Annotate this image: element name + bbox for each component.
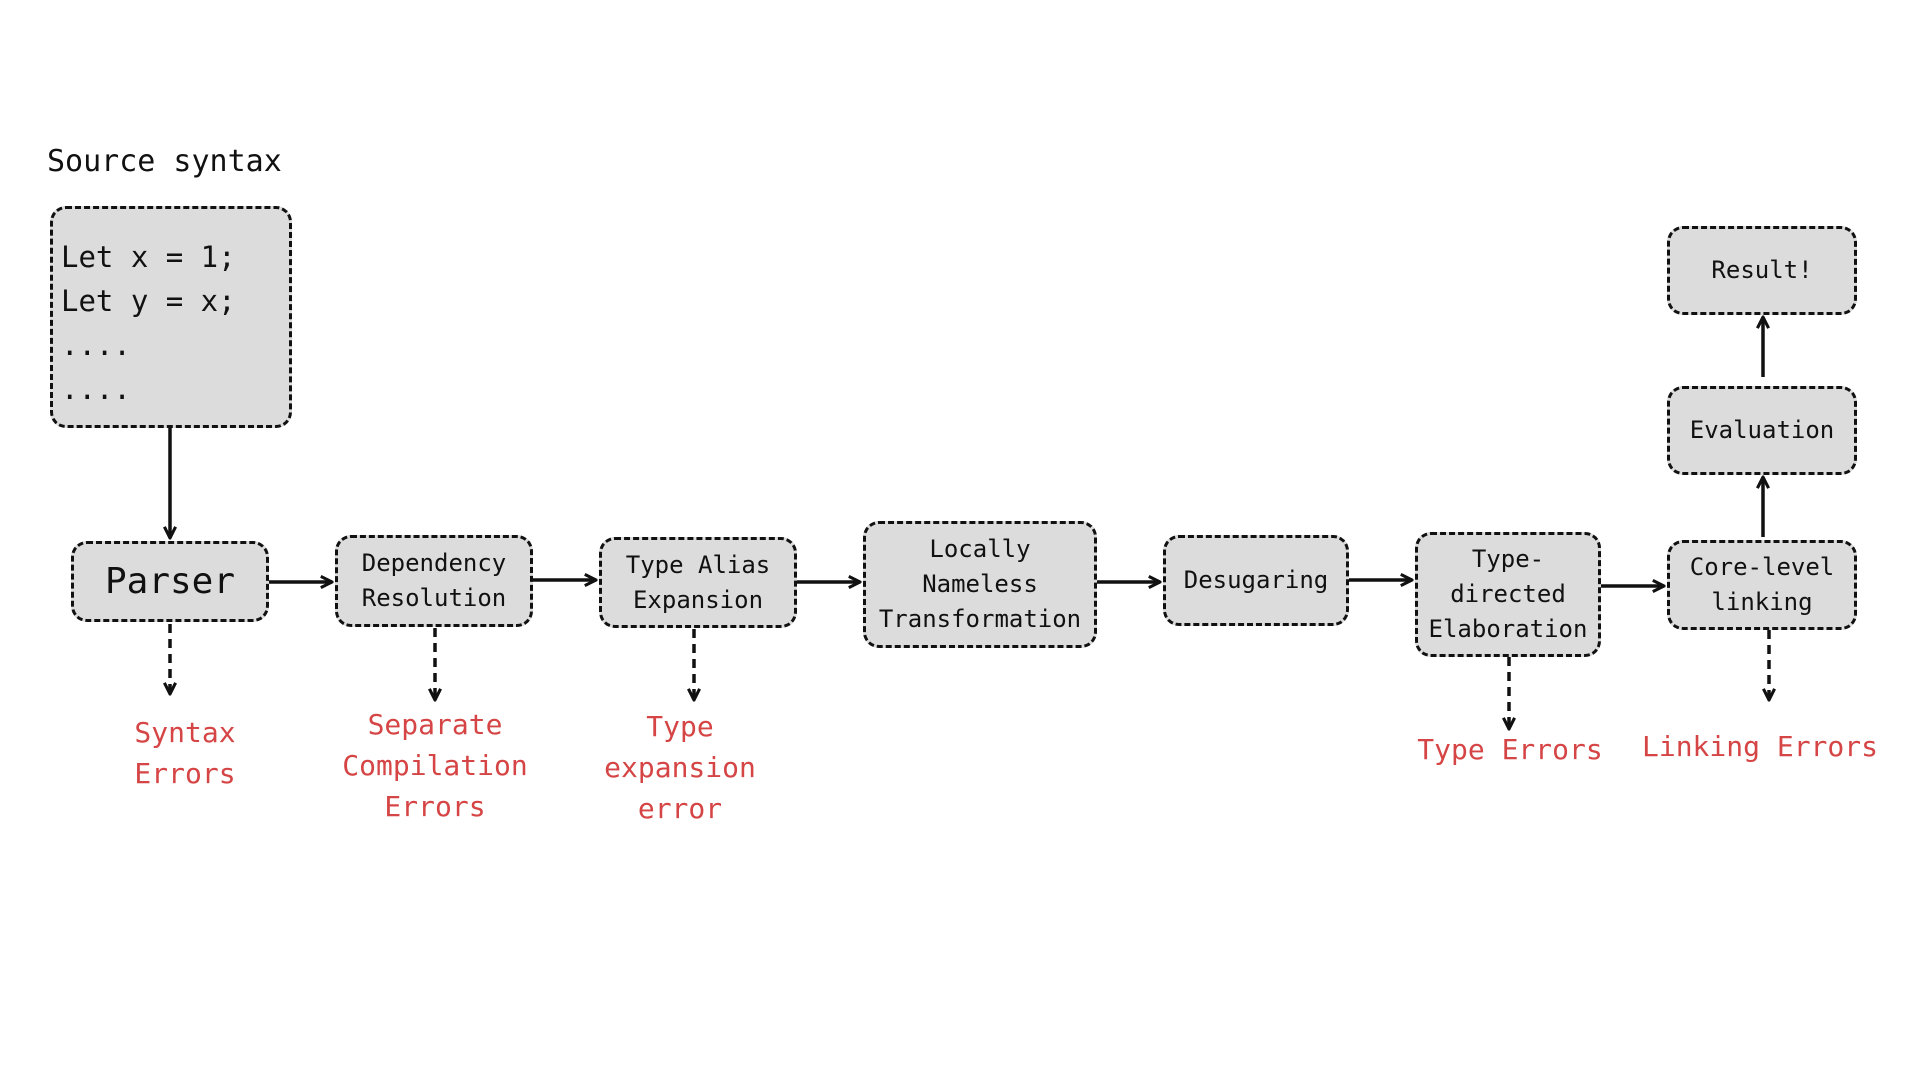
type-directed-elaboration-stage: Type- directed Elaboration [1415,532,1601,657]
locally-nameless-transformation-stage: Locally Nameless Transformation [863,521,1097,648]
source-syntax-caption: Source syntax [47,144,282,179]
type-expansion-error-label: Type expansion error [604,710,756,825]
core-level-linking-stage: Core-level linking [1667,540,1857,630]
type-errors-label: Type Errors [1417,733,1603,766]
result-stage: Result! [1667,226,1857,315]
type-alias-expansion-stage: Type Alias Expansion [599,537,797,628]
syntax-errors-label: Syntax Errors [134,716,236,790]
dependency-resolution-stage: Dependency Resolution [335,535,533,627]
source-code-box: Let x = 1; Let y = x; .... .... [50,206,292,428]
separate-compilation-errors-label: Separate Compilation Errors [342,708,528,823]
linking-errors-label: Linking Errors [1641,730,1878,763]
desugaring-stage: Desugaring [1163,535,1349,626]
evaluation-stage: Evaluation [1667,386,1857,475]
parser-stage: Parser [71,541,269,622]
